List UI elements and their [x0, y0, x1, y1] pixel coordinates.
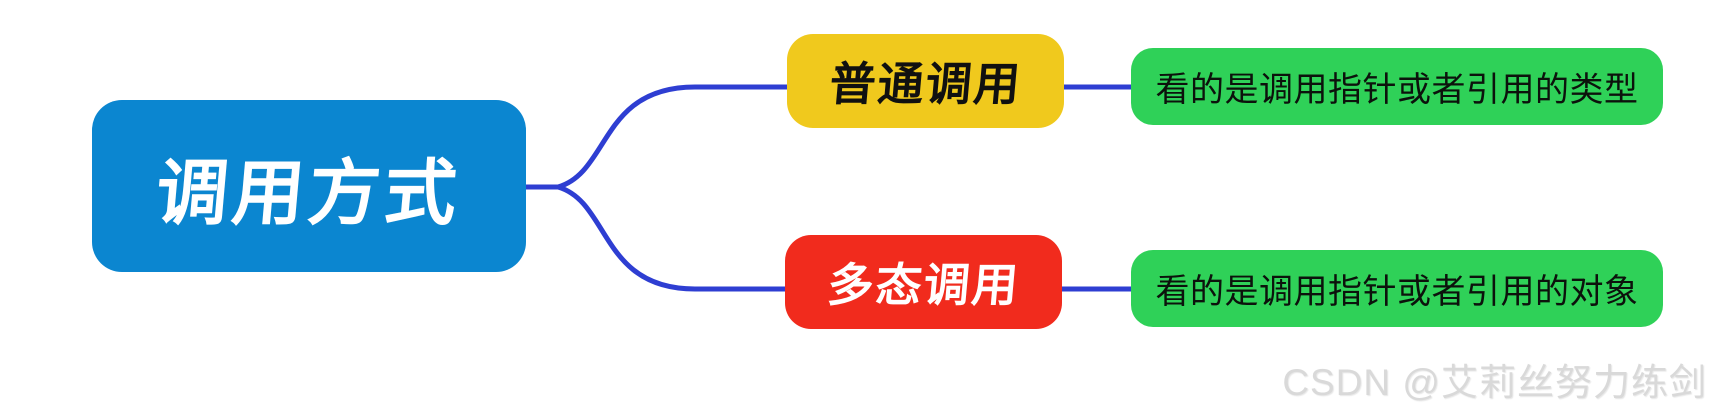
- detail-node-polymorphic-call[interactable]: 看的是调用指针或者引用的对象: [1131, 250, 1663, 327]
- detail-node-normal-call[interactable]: 看的是调用指针或者引用的类型: [1131, 48, 1663, 125]
- branch-node-polymorphic-call[interactable]: 多态调用: [785, 235, 1062, 329]
- root-node-calling-method[interactable]: 调用方式: [92, 100, 526, 272]
- root-node-label: 调用方式: [152, 153, 464, 234]
- branch-node-normal-call[interactable]: 普通调用: [787, 34, 1064, 128]
- connector-root-to-branch-top: [555, 84, 791, 190]
- branch-node-polymorphic-call-label: 多态调用: [824, 259, 1022, 311]
- detail-node-polymorphic-call-label: 看的是调用指针或者引用的对象: [1155, 273, 1639, 311]
- connector-root-to-branch-bottom: [555, 184, 789, 292]
- detail-node-normal-call-label: 看的是调用指针或者引用的类型: [1155, 71, 1639, 109]
- csdn-watermark: CSDN @艾莉丝努力练剑: [1282, 362, 1707, 403]
- branch-node-normal-call-label: 普通调用: [826, 58, 1024, 110]
